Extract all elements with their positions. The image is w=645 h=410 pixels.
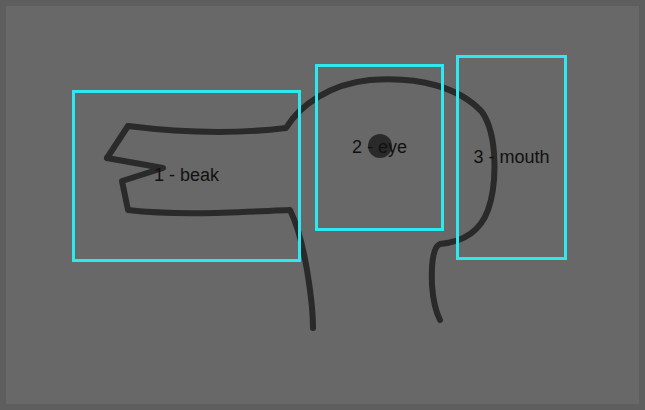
callout-box: 2 - eye: [315, 64, 444, 231]
beak-outline: [107, 158, 313, 328]
callout-label: 3 - mouth: [473, 148, 549, 168]
callout-label: 2 - eye: [352, 138, 407, 158]
callout-box: 3 - mouth: [456, 55, 567, 260]
callout-label: 1 - beak: [154, 166, 219, 186]
background-panel: [6, 6, 639, 404]
callout-box: 1 - beak: [72, 90, 301, 262]
